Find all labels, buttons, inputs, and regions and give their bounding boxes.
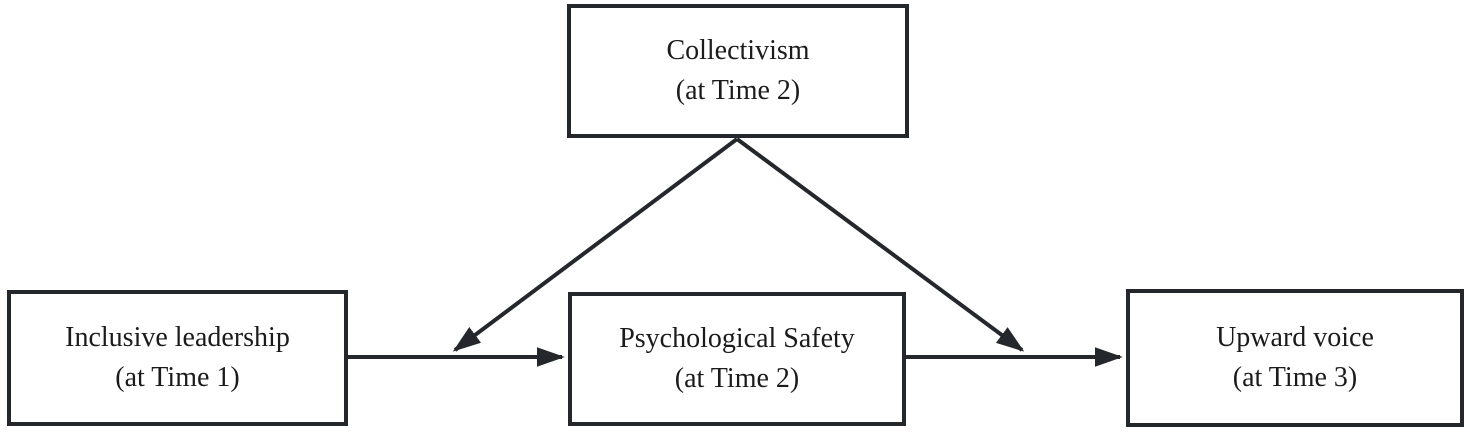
node-inclusive-leadership-title: Inclusive leadership — [65, 322, 290, 353]
node-upward-voice: Upward voice (at Time 3) — [1126, 289, 1464, 427]
node-psychological-safety-subtitle: (at Time 2) — [674, 363, 800, 394]
node-upward-voice-title: Upward voice — [1216, 322, 1374, 353]
node-psychological-safety: Psychological Safety (at Time 2) — [568, 292, 906, 426]
node-inclusive-leadership-subtitle: (at Time 1) — [115, 362, 240, 393]
arrow-collectivism-to-left-path — [452, 137, 739, 352]
node-inclusive-leadership: Inclusive leadership (at Time 1) — [7, 290, 348, 426]
node-collectivism-subtitle: (at Time 2) — [675, 75, 801, 106]
node-collectivism: Collectivism (at Time 2) — [567, 4, 909, 138]
node-collectivism-title: Collectivism — [666, 35, 810, 66]
node-upward-voice-subtitle: (at Time 3) — [1232, 362, 1358, 393]
arrow-collectivism-to-right-path — [735, 137, 1025, 352]
node-psychological-safety-title: Psychological Safety — [619, 323, 855, 354]
